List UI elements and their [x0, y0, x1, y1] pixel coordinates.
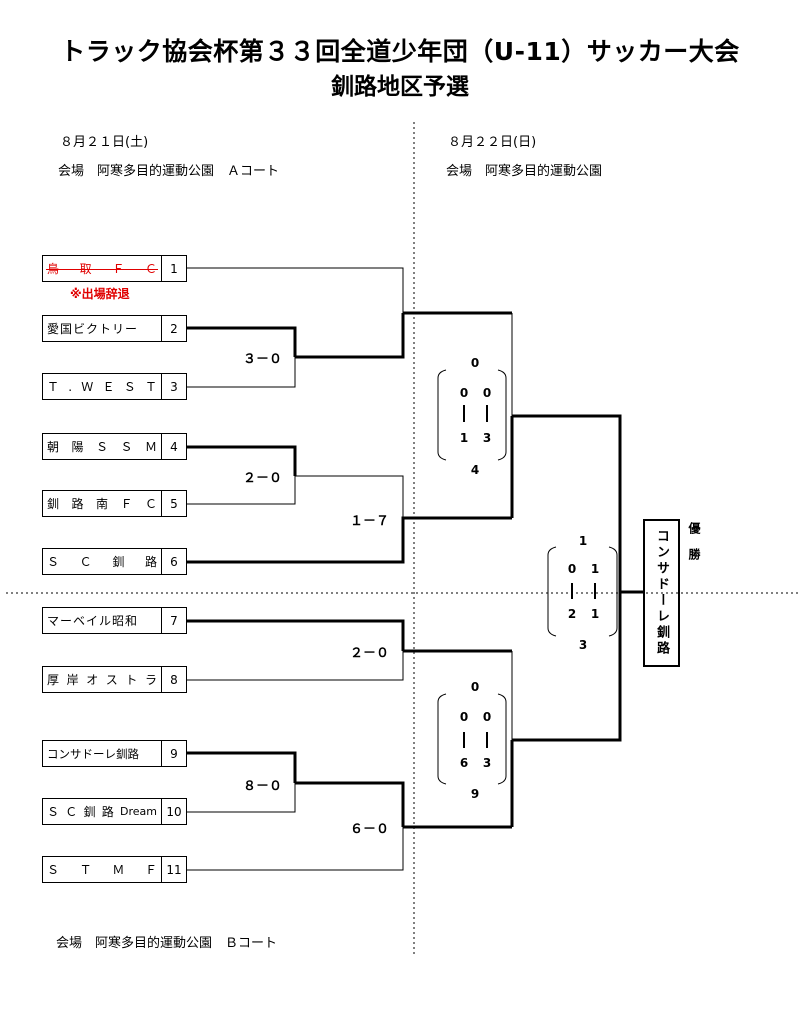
- score-quarter-2: ６－０: [350, 822, 390, 837]
- team-name-2: 愛国ビクトリー: [47, 322, 139, 336]
- team-name-7: マーベイル昭和: [47, 614, 139, 628]
- semi1-top-score: 0: [470, 356, 480, 370]
- team-number-7: 7: [161, 608, 186, 633]
- semi2-left-a: 0: [459, 710, 469, 724]
- team-box-7: マーベイル昭和 7: [42, 607, 187, 634]
- semi1-left-b: 1: [459, 431, 469, 445]
- final-right-b: 1: [590, 607, 600, 621]
- team-number-11: 11: [161, 857, 186, 882]
- team-number-6: 6: [161, 549, 186, 574]
- semi1-game-number: 4: [470, 463, 480, 477]
- semi2-right-a: 0: [482, 710, 492, 724]
- final-left-a: 0: [567, 562, 577, 576]
- final-left-b: 2: [567, 607, 577, 621]
- semi2-left-b: 6: [459, 756, 469, 770]
- team-number-3: 3: [161, 374, 186, 399]
- team-name-8: 厚岸オストラ: [47, 673, 157, 687]
- semi2-top-score: 0: [470, 680, 480, 694]
- team-number-2: 2: [161, 316, 186, 341]
- page-title: トラック協会杯第３３回全道少年団（U-11）サッカー大会: [60, 37, 740, 66]
- semi1-right-a: 0: [482, 386, 492, 400]
- semi1-right-b: 3: [482, 431, 492, 445]
- team-box-2: 愛国ビクトリー 2: [42, 315, 187, 342]
- score-match-7-8: ２－０: [350, 646, 390, 661]
- champion-name: コンサドーレ釧路: [654, 529, 669, 657]
- champion-box: コンサドーレ釧路: [643, 519, 680, 667]
- team-number-4: 4: [161, 434, 186, 459]
- day1-venue: 会場 阿寒多目的運動公園 Ａコート: [58, 164, 280, 179]
- page-subtitle: 釧路地区予選: [331, 74, 469, 100]
- team-number-8: 8: [161, 667, 186, 692]
- team-name-9: コンサドーレ釧路: [47, 746, 139, 761]
- final-game-number: 3: [578, 638, 588, 652]
- venue-b: 会場 阿寒多目的運動公園 Ｂコート: [56, 936, 278, 951]
- semi2-game-number: 9: [470, 787, 480, 801]
- withdrawn-note: ※出場辞退: [70, 287, 130, 301]
- day2-venue: 会場 阿寒多目的運動公園: [446, 164, 603, 179]
- team-number-10: 10: [161, 799, 186, 824]
- team-box-8: 厚岸オストラ 8: [42, 666, 187, 693]
- team-number-1: 1: [161, 256, 186, 281]
- score-match-2-3: ３－０: [243, 352, 283, 367]
- team-number-5: 5: [161, 491, 186, 516]
- final-top-score: 1: [578, 534, 588, 548]
- day2-date: ８月２２日(日): [448, 135, 537, 150]
- semi2-right-b: 3: [482, 756, 492, 770]
- day1-date: ８月２１日(土): [60, 135, 149, 150]
- team-box-9: コンサドーレ釧路 9: [42, 740, 187, 767]
- score-match-4-5: ２－０: [243, 471, 283, 486]
- semi1-left-a: 0: [459, 386, 469, 400]
- final-right-a: 1: [590, 562, 600, 576]
- score-quarter-1: １－７: [350, 514, 390, 529]
- champion-label: 優勝: [687, 522, 701, 574]
- score-match-9-10: ８－０: [243, 779, 283, 794]
- team-number-9: 9: [161, 741, 186, 766]
